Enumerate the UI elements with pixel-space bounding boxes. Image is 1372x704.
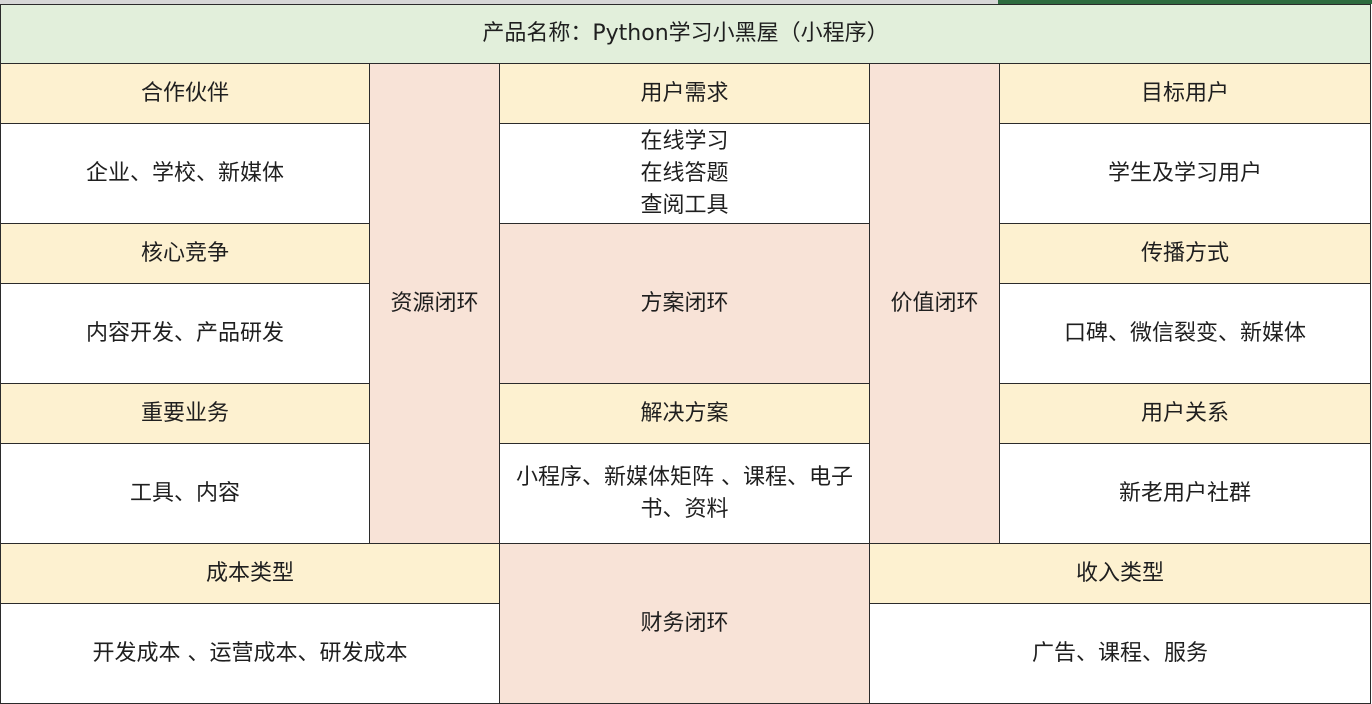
solution-header-cell[interactable]: 解决方案	[499, 383, 870, 444]
sheet-top-edge	[0, 0, 1372, 4]
resource-loop-cell[interactable]: 资源闭环	[369, 63, 500, 544]
key-business-value-cell[interactable]: 工具、内容	[0, 443, 370, 544]
revenue-type-header-cell[interactable]: 收入类型	[868, 543, 1372, 604]
solution-value-cell[interactable]: 小程序、新媒体矩阵 、课程、电子书、资料	[499, 443, 870, 544]
relationship-header-cell[interactable]: 用户关系	[998, 383, 1372, 444]
cost-type-value-cell[interactable]: 开发成本 、运营成本、研发成本	[0, 603, 500, 704]
core-competition-value-cell[interactable]: 内容开发、产品研发	[0, 283, 370, 384]
value-loop-cell[interactable]: 价值闭环	[869, 63, 1000, 544]
partners-value-cell[interactable]: 企业、学校、新媒体	[0, 123, 370, 224]
user-needs-header-cell[interactable]: 用户需求	[499, 63, 870, 124]
relationship-value-cell[interactable]: 新老用户社群	[998, 443, 1372, 544]
cost-type-header-cell[interactable]: 成本类型	[0, 543, 500, 604]
partners-header-cell[interactable]: 合作伙伴	[0, 63, 370, 124]
core-competition-header-cell[interactable]: 核心竞争	[0, 223, 370, 284]
business-model-canvas: 产品名称：Python学习小黑屋（小程序） 合作伙伴 资源闭环 用户需求 价值闭…	[0, 4, 1372, 704]
target-users-value-cell[interactable]: 学生及学习用户	[998, 123, 1372, 224]
key-business-header-cell[interactable]: 重要业务	[0, 383, 370, 444]
selected-column-indicator	[998, 0, 1372, 4]
revenue-type-value-cell[interactable]: 广告、课程、服务	[868, 603, 1372, 704]
user-needs-value-cell[interactable]: 在线学习 在线答题 查阅工具	[499, 123, 870, 224]
channels-header-cell[interactable]: 传播方式	[998, 223, 1372, 284]
channels-value-cell[interactable]: 口碑、微信裂变、新媒体	[998, 283, 1372, 384]
product-title-cell[interactable]: 产品名称：Python学习小黑屋（小程序）	[0, 4, 1372, 64]
plan-loop-cell[interactable]: 方案闭环	[499, 223, 870, 384]
finance-loop-cell[interactable]: 财务闭环	[499, 543, 870, 704]
target-users-header-cell[interactable]: 目标用户	[998, 63, 1372, 124]
